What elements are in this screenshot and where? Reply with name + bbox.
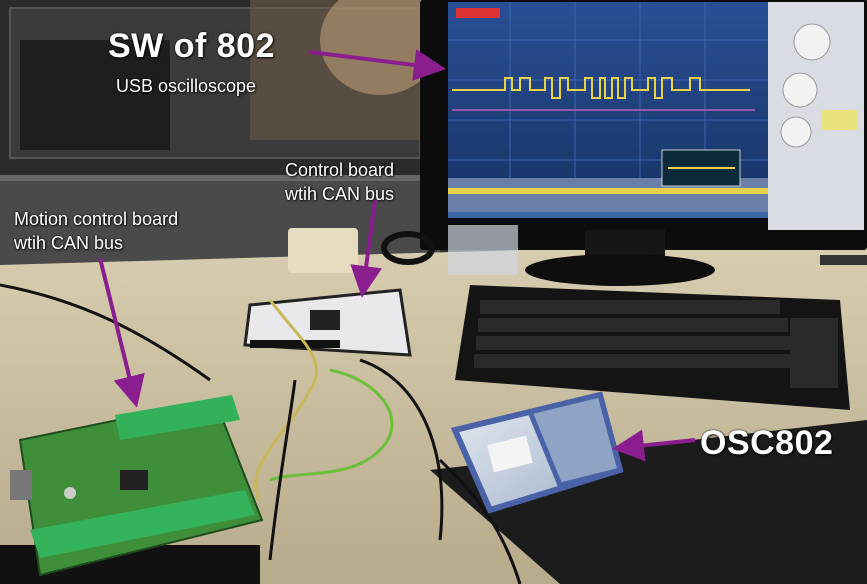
sw-title-label: SW of 802 [108,27,275,65]
control-board-label-line2: wtih CAN bus [285,184,395,204]
motion-board-label-line1: Motion control board [14,209,179,229]
monitor-icon [420,0,867,286]
keyboard-icon [455,285,850,410]
sw-subtitle-label: USB oscilloscope [116,76,257,96]
motion-pcb-icon [10,395,264,577]
control-pcb-icon [243,225,518,357]
oscilloscope-device-icon [450,391,624,514]
control-board-label-line1: Control board [285,160,395,180]
arrow-icon [98,49,696,462]
osc802-label: OSC802 [700,424,834,462]
motion-board-label-line2: wtih CAN bus [14,233,124,253]
